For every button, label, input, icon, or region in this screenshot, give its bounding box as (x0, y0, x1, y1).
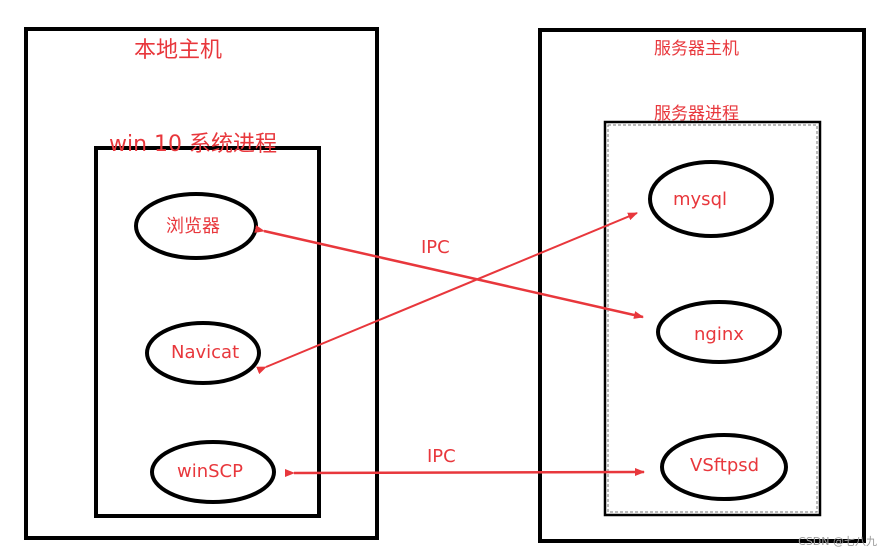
mysql-label: mysql (673, 189, 727, 210)
vsftpsd-label: VSftpsd (690, 455, 760, 476)
win10-process-title: win 10 系统进程 (109, 132, 278, 157)
browser-label: 浏览器 (166, 216, 220, 237)
ipc-label-bottom: IPC (427, 446, 456, 467)
server-process-title: 服务器进程 (654, 104, 739, 124)
vsftpsd-node (660, 433, 788, 501)
ipc-label-top: IPC (421, 237, 450, 258)
navicat-mysql-arrow (256, 212, 638, 375)
watermark: CSDN @七八九 (798, 535, 877, 548)
nginx-node (656, 300, 782, 364)
winscp-node (150, 440, 276, 504)
winscp-vsftpsd-arrow (284, 468, 645, 478)
local-host-title: 本地主机 (134, 38, 223, 63)
winscp-label: winSCP (177, 461, 243, 482)
mysql-node (648, 160, 774, 238)
server-host-title: 服务器主机 (654, 39, 739, 59)
navicat-label: Navicat (171, 342, 240, 363)
nginx-label: nginx (694, 324, 744, 345)
